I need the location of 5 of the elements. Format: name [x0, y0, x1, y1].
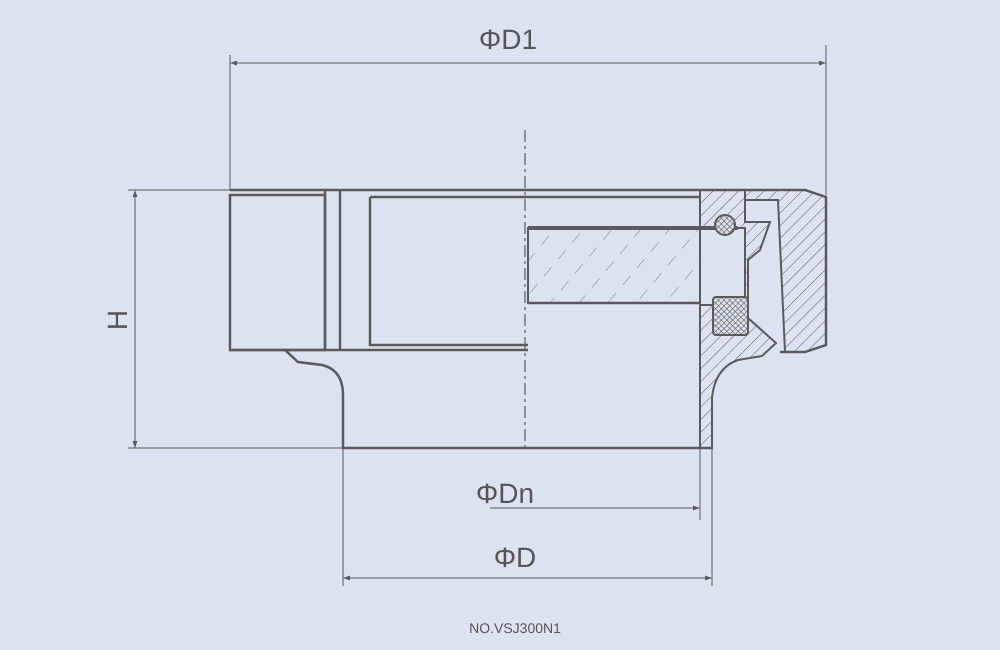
drawing-caption: NO.VSJ300N1 — [469, 621, 561, 635]
dimension-label: ΦD — [494, 544, 536, 572]
dimension-label: ΦD1 — [478, 26, 538, 54]
dimension-label: ΦDn — [476, 480, 534, 508]
dimension-label: H — [104, 310, 132, 330]
